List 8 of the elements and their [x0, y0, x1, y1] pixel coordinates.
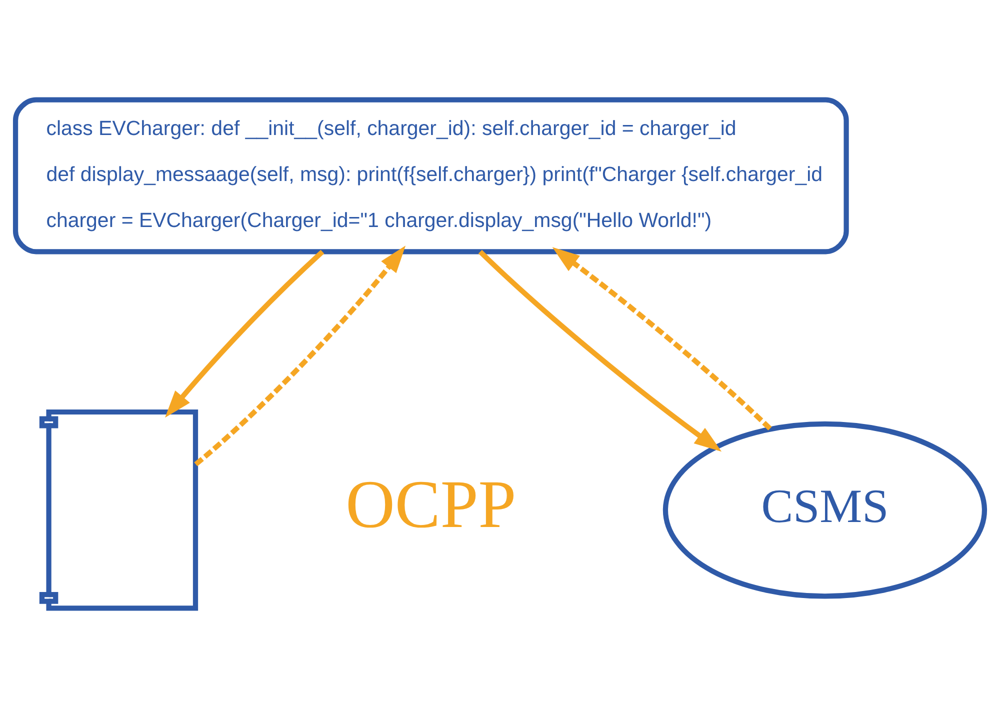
node-box: class EVCharger: def __init__(self, charger_id): self.charger_id = charger_id def display_messaage(self, msg): print(f{self.charger}) print(f"Charger {self.charger_id charger = EVCharger(Charger_id="1 charger.display_msg("Hello World!") — [12, 97, 849, 254]
arrow — [552, 247, 772, 430]
picture — [39, 409, 198, 611]
arrow — [165, 250, 324, 418]
arrow — [194, 246, 406, 466]
label: OCPP — [346, 466, 516, 542]
arrow — [478, 250, 722, 452]
node-ellipse: CSMS — [662, 421, 988, 599]
